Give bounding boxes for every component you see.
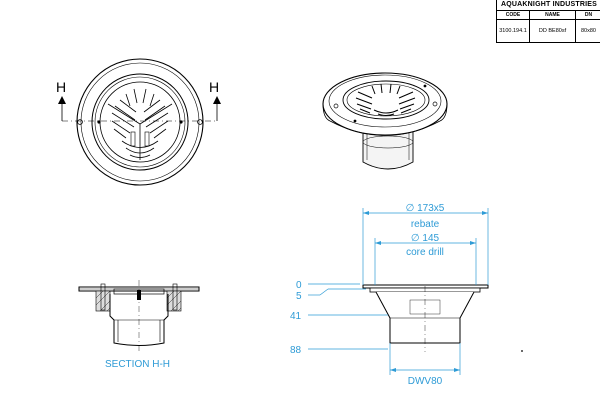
value-dn: 80x80 xyxy=(581,28,596,34)
plan-view: H H xyxy=(56,58,221,186)
header-name: NAME xyxy=(530,11,576,19)
section-mark-left: H xyxy=(56,79,66,95)
value-name: DD BE80sf xyxy=(530,20,576,42)
section-caption: SECTION H-H xyxy=(105,359,170,370)
level-5-label: 5 xyxy=(296,291,302,302)
title-block-data-row: 3100.194.1 DD BE80sf 80x80 xyxy=(497,20,600,42)
isometric-view xyxy=(322,72,448,170)
header-dn: DN xyxy=(584,12,593,18)
outlet-dwv80-label: DWV80 xyxy=(408,376,443,387)
elevation-view: ∅ 173x5 rebate ∅ 145 core drill 0 5 41 8… xyxy=(290,203,523,387)
level-41-label: 41 xyxy=(290,311,302,322)
dim-core-label: core drill xyxy=(406,247,444,258)
company-name: AQUAKNIGHT INDUSTRIES xyxy=(497,0,600,11)
section-mark-right: H xyxy=(209,79,219,95)
level-88-label: 88 xyxy=(290,345,302,356)
dim-rebate-value: ∅ 173x5 xyxy=(406,203,445,214)
value-code: 3100.194.1 xyxy=(497,20,530,42)
level-0-label: 0 xyxy=(296,280,302,291)
dim-rebate-label: rebate xyxy=(411,219,440,230)
title-block: AQUAKNIGHT INDUSTRIES CODE NAME DN 3100.… xyxy=(496,0,600,43)
title-block-header-row: CODE NAME DN xyxy=(497,11,600,20)
dim-core-value: ∅ 145 xyxy=(411,233,440,244)
header-code: CODE xyxy=(497,11,530,19)
section-view: SECTION H-H xyxy=(78,280,200,370)
